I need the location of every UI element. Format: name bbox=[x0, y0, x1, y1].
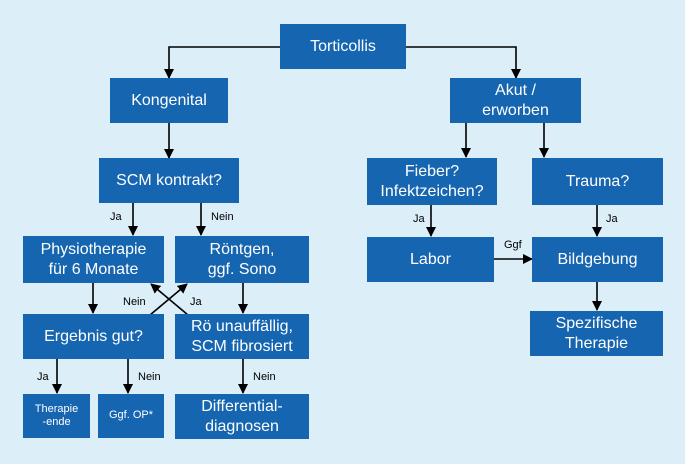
label-labor-ggf: Ggf bbox=[504, 239, 522, 251]
label-fieber-ja: Ja bbox=[413, 213, 425, 225]
node-scm-kontrakt: SCM kontrakt? bbox=[99, 158, 239, 203]
label-cross-nein: Nein bbox=[123, 296, 146, 308]
label-ergebnis-nein: Nein bbox=[138, 371, 161, 383]
node-differentialdiagnosen: Differential- diagnosen bbox=[175, 394, 309, 439]
node-trauma: Trauma? bbox=[532, 158, 663, 205]
node-akut-erworben: Akut / erworben bbox=[450, 78, 581, 123]
node-ro-unauffaellig: Rö unauffällig, SCM fibrosiert bbox=[175, 314, 309, 359]
node-labor: Labor bbox=[367, 237, 494, 282]
edge-rounauffaellig-physiotherapie bbox=[150, 283, 189, 316]
label-trauma-ja: Ja bbox=[606, 213, 618, 225]
edge-torticollis-akut bbox=[406, 46, 521, 79]
node-physiotherapie: Physiotherapie für 6 Monate bbox=[23, 236, 164, 283]
label-ro-nein: Nein bbox=[253, 371, 276, 383]
node-roentgen: Röntgen, ggf. Sono bbox=[175, 236, 309, 283]
node-spezifische-therapie: Spezifische Therapie bbox=[530, 311, 663, 356]
node-ergebnis-gut: Ergebnis gut? bbox=[23, 314, 164, 359]
node-bildgebung: Bildgebung bbox=[532, 237, 663, 282]
label-cross-ja: Ja bbox=[190, 296, 202, 308]
node-torticollis: Torticollis bbox=[280, 24, 406, 69]
node-kongenital: Kongenital bbox=[110, 78, 228, 123]
edge-torticollis-kongenital bbox=[164, 46, 280, 79]
node-ggf-op: Ggf. OP* bbox=[98, 394, 164, 438]
node-therapieende: Therapie -ende bbox=[23, 394, 90, 438]
node-fieber-infektzeichen: Fieber? Infektzeichen? bbox=[367, 158, 497, 205]
label-scm-nein: Nein bbox=[211, 211, 234, 223]
label-scm-ja: Ja bbox=[110, 211, 122, 223]
label-ergebnis-ja: Ja bbox=[37, 371, 49, 383]
